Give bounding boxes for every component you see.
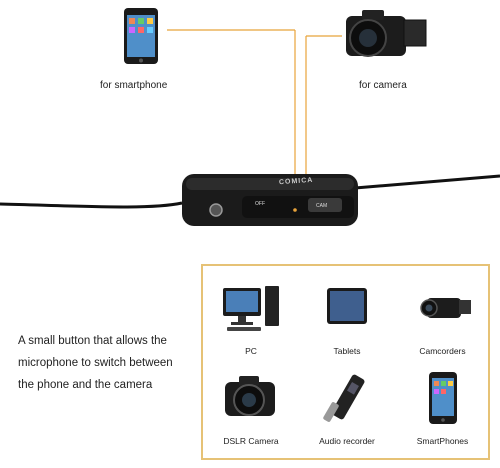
pc-icon — [223, 286, 279, 331]
product-illustration — [0, 8, 500, 226]
description-line-3: the phone and the camera — [18, 379, 153, 391]
device-item-smartphones: SmartPhones — [395, 368, 490, 458]
mic-adapter-device — [182, 174, 358, 226]
device-item-pc: PC — [203, 276, 299, 366]
smartphone-icon — [124, 8, 158, 64]
camera-label: for camera — [359, 80, 407, 91]
switch-label-cam: CAM — [316, 203, 328, 209]
camera-icon — [346, 10, 427, 57]
device-label-smartphones: SmartPhones — [416, 436, 469, 446]
device-label-camcorders: Camcorders — [419, 346, 466, 356]
description-line-2: microphone to switch between — [18, 357, 173, 369]
camcorder-icon — [420, 298, 471, 318]
cable-right — [354, 174, 500, 190]
compatible-devices-panel: PC Tablets Camcorders DSLR Camera — [201, 264, 490, 460]
callout-camera-line — [305, 35, 342, 200]
audio-recorder-icon — [323, 374, 365, 422]
cable-left — [0, 201, 183, 209]
switch-slider — [308, 198, 342, 212]
smartphone-icon — [429, 372, 457, 424]
smartphone-label: for smartphone — [100, 80, 168, 91]
device-label-pc: PC — [245, 346, 257, 356]
device-label-tablets: Tablets — [333, 346, 361, 356]
switch-label-off: OFF — [255, 201, 265, 207]
device-label-dslr-camera: DSLR Camera — [223, 436, 279, 446]
tablet-icon — [327, 288, 367, 324]
dslr-camera-icon — [225, 376, 275, 416]
switch-description: A small button that allows the microphon… — [18, 330, 203, 396]
device-item-dslr-camera: DSLR Camera — [203, 368, 299, 458]
headphone-jack — [209, 203, 223, 217]
device-label-audio-recorder: Audio recorder — [319, 436, 375, 446]
device-item-camcorders: Camcorders — [395, 276, 490, 366]
device-item-tablets: Tablets — [299, 276, 395, 366]
device-item-audio-recorder: Audio recorder — [299, 368, 395, 458]
description-line-1: A small button that allows the — [18, 335, 167, 347]
